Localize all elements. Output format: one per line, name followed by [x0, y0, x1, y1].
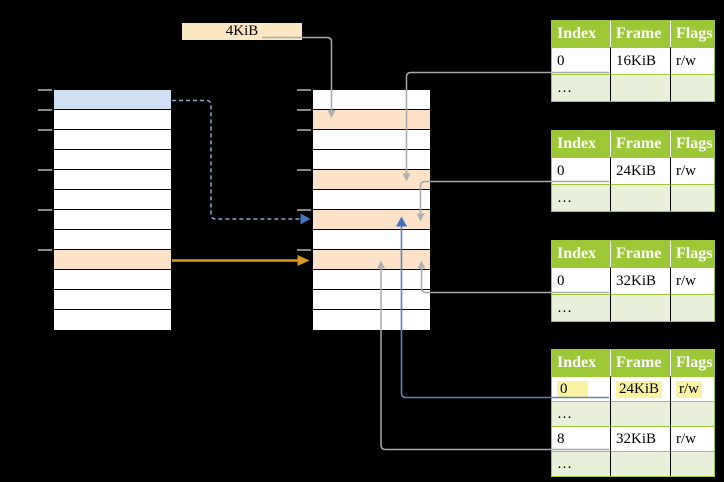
- table4-row8-flags: r/w: [670, 426, 714, 451]
- address-tick: [297, 169, 311, 171]
- table4-row0-frame: 24KiB: [610, 376, 670, 401]
- virtual-memory-row-1: [54, 110, 171, 130]
- virtual-memory-row-2: [54, 130, 171, 150]
- page-table-4: Index Frame Flags 0 24KiB r/w … 8 32KiB …: [551, 349, 715, 477]
- physical-memory-row-4: [313, 170, 430, 190]
- table1-header-flags: Flags: [670, 21, 714, 47]
- table4-ellipsis1-flags: [670, 401, 714, 426]
- physical-memory-row-10: [313, 290, 430, 310]
- table2-row0-flags: r/w: [670, 157, 714, 184]
- virtual-memory-row-8: [54, 250, 171, 270]
- table4-row8-index: 8: [552, 426, 610, 451]
- page-size-label-text: 4KiB: [225, 23, 259, 39]
- table1-ellipsis-frame: [610, 74, 670, 101]
- physical-memory-row-2: [313, 130, 430, 150]
- physical-memory-row-1: [313, 110, 430, 130]
- table4-ellipsis2-frame: [610, 451, 670, 476]
- highlighted-value: r/w: [676, 380, 702, 398]
- virtual-memory-stack: [53, 89, 172, 331]
- address-tick: [297, 209, 311, 211]
- virtual-memory-row-0: [54, 90, 171, 110]
- virtual-memory-row-11: [54, 310, 171, 330]
- table4-header-index: Index: [552, 350, 610, 376]
- table2-row0-frame: 24KiB: [610, 157, 670, 184]
- address-tick: [297, 249, 311, 251]
- virtual-memory-ticks: [38, 89, 52, 333]
- virtual-memory-row-9: [54, 270, 171, 290]
- table2-row0-index: 0: [552, 157, 610, 184]
- table3-header-index: Index: [552, 241, 610, 267]
- physical-memory-row-9: [313, 270, 430, 290]
- address-tick: [38, 249, 52, 251]
- table3-row0-index: 0: [552, 267, 610, 294]
- table4-header-flags: Flags: [670, 350, 714, 376]
- physical-memory-row-11: [313, 310, 430, 330]
- table4-ellipsis2-flags: [670, 451, 714, 476]
- table2-header-frame: Frame: [610, 131, 670, 157]
- physical-memory-ticks: [297, 89, 311, 333]
- physical-memory-stack: [312, 89, 431, 331]
- table4-row0-flags: r/w: [670, 376, 714, 401]
- physical-memory-row-5: [313, 190, 430, 210]
- virtual-memory-row-4: [54, 170, 171, 190]
- table2-header-index: Index: [552, 131, 610, 157]
- table1-row0-frame: 16KiB: [610, 47, 670, 74]
- physical-memory-row-7: [313, 230, 430, 250]
- virtual-memory-row-7: [54, 230, 171, 250]
- table4-header-frame: Frame: [610, 350, 670, 376]
- virtual-memory-row-3: [54, 150, 171, 170]
- table1-row0-index: 0: [552, 47, 610, 74]
- page-table-3: Index Frame Flags 0 32KiB r/w …: [551, 240, 715, 322]
- physical-memory-row-3: [313, 150, 430, 170]
- table3-ellipsis-frame: [610, 294, 670, 321]
- page-size-label: 4KiB: [182, 23, 302, 40]
- highlighted-value: 0: [557, 380, 588, 398]
- table1-ellipsis-index: …: [552, 74, 610, 101]
- table3-header-flags: Flags: [670, 241, 714, 267]
- table2-header-flags: Flags: [670, 131, 714, 157]
- virtual-memory-row-6: [54, 210, 171, 230]
- address-tick: [38, 129, 52, 131]
- address-tick: [297, 129, 311, 131]
- table1-row0-flags: r/w: [670, 47, 714, 74]
- address-tick: [38, 209, 52, 211]
- table3-row0-flags: r/w: [670, 267, 714, 294]
- physical-memory-row-8: [313, 250, 430, 270]
- table3-row0-frame: 32KiB: [610, 267, 670, 294]
- physical-memory-row-0: [313, 90, 430, 110]
- virtual-memory-row-10: [54, 290, 171, 310]
- address-tick: [38, 169, 52, 171]
- table1-header-frame: Frame: [610, 21, 670, 47]
- table3-ellipsis-flags: [670, 294, 714, 321]
- address-tick: [297, 89, 311, 91]
- table4-ellipsis2-index: …: [552, 451, 610, 476]
- table3-header-frame: Frame: [610, 241, 670, 267]
- table2-ellipsis-flags: [670, 184, 714, 211]
- highlighted-value: 24KiB: [616, 380, 663, 398]
- address-tick: [297, 109, 311, 111]
- table2-ellipsis-frame: [610, 184, 670, 211]
- table4-ellipsis1-index: …: [552, 401, 610, 426]
- table3-ellipsis-index: …: [552, 294, 610, 321]
- table1-ellipsis-flags: [670, 74, 714, 101]
- table4-row8-frame: 32KiB: [610, 426, 670, 451]
- table4-row0-index: 0: [552, 376, 610, 401]
- virtual-memory-row-5: [54, 190, 171, 210]
- physical-memory-row-6: [313, 210, 430, 230]
- address-tick: [38, 109, 52, 111]
- table4-ellipsis1-frame: [610, 401, 670, 426]
- table2-ellipsis-index: …: [552, 184, 610, 211]
- page-table-2: Index Frame Flags 0 24KiB r/w …: [551, 130, 715, 212]
- table1-header-index: Index: [552, 21, 610, 47]
- arrow-virtualpage0-to-frame-24kib: [172, 99, 311, 225]
- address-tick: [38, 89, 52, 91]
- page-table-1: Index Frame Flags 0 16KiB r/w …: [551, 20, 715, 102]
